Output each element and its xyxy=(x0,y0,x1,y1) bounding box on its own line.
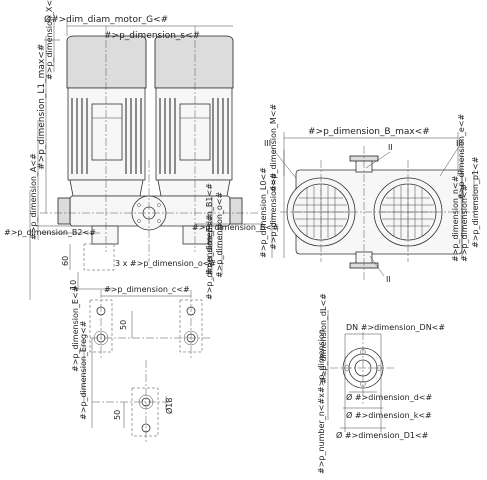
roman-iii-left: III xyxy=(264,139,271,148)
right-motor-fins xyxy=(159,98,229,174)
left-lantern xyxy=(69,179,144,197)
dim-c-label: #>p_dimension_c<# xyxy=(104,285,190,294)
dim-50-top-label: 50 xyxy=(119,320,128,330)
roman-iii-right: III xyxy=(456,139,463,148)
dim-e-right-label: #>p_dimension_e<# xyxy=(457,113,466,200)
left-motor-fan-cover xyxy=(66,35,147,89)
dim-ereg-label: #>p_dimension_Ereg<# xyxy=(79,320,88,420)
dim-n-label: #>p_dimension_n<# xyxy=(451,175,460,262)
dim-k-label: Ø #>dimension_k<# xyxy=(346,410,432,420)
dim-d1-label: Ø #>dimension_D1<# xyxy=(336,430,429,440)
dim-m-label: #>p_dimension_M<# xyxy=(269,103,278,192)
dim-50-bottom-label: 50 xyxy=(113,410,122,420)
dim-a-label: #>p_dimension_A<# xyxy=(29,153,38,240)
front-view xyxy=(29,18,262,300)
roman-ii-bottom: II xyxy=(386,275,391,284)
dim-l1-max-label: #>p_dimension_L1_max<# xyxy=(37,44,47,170)
dim-b1-label: #>p_dimension_B1<# xyxy=(205,183,214,275)
dim-diam-18-label: Ø18 xyxy=(164,398,174,414)
dim-b-label: #>p_dimension_B<# xyxy=(192,223,279,232)
roman-ii-top: II xyxy=(388,143,393,152)
top-view xyxy=(271,132,475,282)
right-foot xyxy=(182,225,210,245)
dim-e-label: #>p_dimension_E<# xyxy=(71,285,80,372)
foundation-bolt-plan xyxy=(83,290,210,444)
dim-o-vertical-label: #>p_dimension_o<# xyxy=(215,191,224,278)
dim-dl-label: #>p_dimension_dL<# xyxy=(319,293,328,384)
dim-60-label: 60 xyxy=(61,256,70,266)
dim-l0-label: #>p_dimension_L0<# xyxy=(259,167,268,258)
dim-h-label: #>p_dimension<# xyxy=(269,172,278,250)
dim-number-n-label: #>p_number_n<#x#>p_dimension xyxy=(317,329,326,474)
dim-motor-diameter-label: Ø#>dim_diam_motor_G<# xyxy=(44,14,168,25)
dim-10-label: 10 xyxy=(69,280,78,290)
discharge-flange xyxy=(229,197,243,225)
dim-b2-label: #>p_dimension_B2<# xyxy=(4,228,96,237)
dim-d-label: Ø #>dimension_d<# xyxy=(346,392,432,402)
dim-b-max-label: #>p_dimension_B_max<# xyxy=(308,127,430,137)
suction-flange xyxy=(57,197,71,225)
base-plate-outline xyxy=(83,243,115,271)
flange-detail xyxy=(327,310,396,432)
right-motor-fan-cover xyxy=(154,35,234,89)
dim-s-label: #>p_dimension_s<# xyxy=(104,31,200,41)
dim-o-label: 3 x #>p_dimension_o<# xyxy=(115,259,216,268)
left-motor-fins xyxy=(71,98,142,174)
dim-dn-label: DN #>dimension_DN<# xyxy=(346,323,445,332)
dim-general-label: #>p_dimension<# xyxy=(460,184,469,262)
dim-x-label: #>p_dimension_X<# xyxy=(45,0,54,80)
dim-p1-label: #>p_dimension_p1<# xyxy=(471,156,480,248)
left-terminal-box xyxy=(91,103,123,161)
dim-c-vertical-label: #>p_dimension_c<# xyxy=(205,214,214,300)
